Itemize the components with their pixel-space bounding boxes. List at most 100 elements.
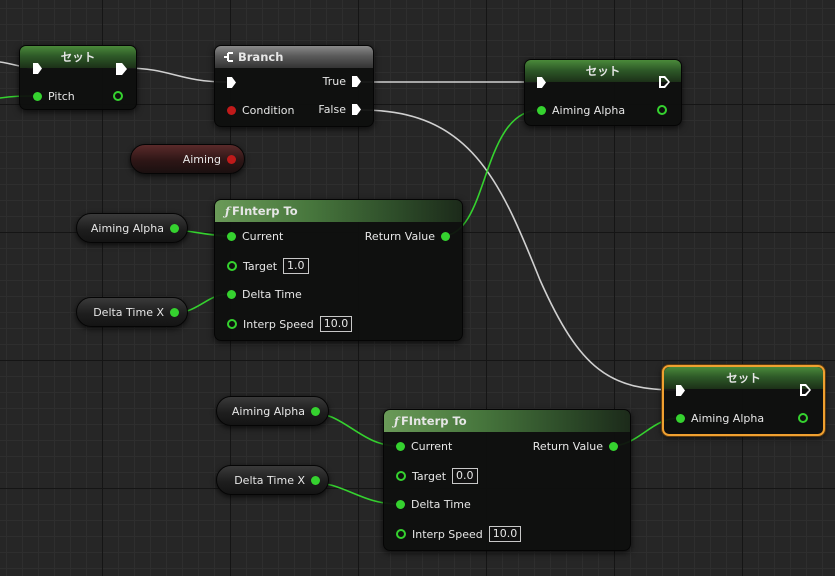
finterp-bottom-target-label: Target	[412, 469, 447, 483]
function-icon: ƒ	[225, 204, 230, 218]
exec-wire-false-to-set	[361, 109, 677, 391]
float-pin-out-icon[interactable]	[311, 406, 320, 416]
set-aiming-top-exec-in[interactable]	[537, 77, 546, 88]
float-pin-icon[interactable]	[227, 319, 237, 329]
branch-node[interactable]: Branch True False Condition	[214, 45, 374, 127]
exec-out-icon[interactable]	[116, 63, 127, 75]
set-aiming-alpha-top-title: セット	[585, 64, 621, 78]
set-pitch-exec-in[interactable]	[33, 63, 42, 74]
set-aiming-alpha-bottom-title: セット	[726, 371, 761, 385]
set-aiming-alpha-bottom-node[interactable]: セット Aiming Alpha	[662, 365, 825, 436]
float-pin-icon[interactable]	[396, 500, 405, 509]
finterp-bottom-target-input[interactable]: 0.0	[452, 468, 478, 484]
set-aiming-bottom-exec-in[interactable]	[676, 385, 685, 396]
float-pin-out-icon[interactable]	[441, 232, 450, 241]
aiming-alpha-variable-1[interactable]: Aiming Alpha	[76, 213, 188, 243]
float-pin-out-icon[interactable]	[798, 413, 808, 423]
finterp-to-bottom-node[interactable]: ƒ FInterp To Current Return Value Target…	[383, 409, 631, 551]
finterp-bottom-delta-pin[interactable]: Delta Time	[396, 498, 471, 511]
branch-true-label: True	[322, 75, 346, 88]
finterp-bottom-delta-label: Delta Time	[411, 498, 471, 511]
float-pin-out-icon[interactable]	[311, 475, 320, 485]
exec-in-icon[interactable]	[227, 77, 236, 88]
finterp-top-header[interactable]: ƒ FInterp To	[215, 200, 462, 222]
finterp-bottom-current-pin[interactable]: Current	[396, 440, 452, 453]
finterp-top-title: FInterp To	[231, 204, 298, 218]
finterp-bottom-return-pin[interactable]: Return Value	[533, 440, 618, 453]
float-pin-icon[interactable]	[537, 106, 546, 115]
finterp-bottom-header[interactable]: ƒ FInterp To	[384, 410, 630, 432]
set-aiming-bottom-input-pin[interactable]: Aiming Alpha	[676, 412, 764, 425]
set-pitch-node[interactable]: セット Pitch	[19, 45, 137, 110]
exec-out-icon[interactable]	[352, 76, 361, 87]
aiming-alpha-variable-2-label: Aiming Alpha	[231, 404, 305, 418]
set-aiming-top-input-pin[interactable]: Aiming Alpha	[537, 104, 625, 117]
set-aiming-alpha-bottom-header[interactable]: セット	[664, 367, 823, 389]
branch-title: Branch	[238, 50, 284, 64]
aiming-variable-label: Aiming	[182, 152, 221, 166]
exec-in-icon[interactable]	[676, 385, 685, 396]
finterp-bottom-speed-pin[interactable]: Interp Speed 10.0	[396, 526, 522, 542]
float-pin-out-icon[interactable]	[170, 307, 179, 317]
finterp-top-speed-input[interactable]: 10.0	[319, 316, 353, 332]
finterp-bottom-target-pin[interactable]: Target 0.0	[396, 468, 478, 484]
finterp-top-return-label: Return Value	[364, 230, 435, 243]
function-icon: ƒ	[394, 414, 399, 428]
branch-condition-pin[interactable]: Condition	[227, 104, 295, 117]
float-pin-icon[interactable]	[676, 414, 685, 423]
finterp-top-current-pin[interactable]: Current	[227, 230, 283, 243]
float-pin-out-icon[interactable]	[113, 91, 123, 101]
branch-false-label: False	[318, 103, 346, 116]
exec-in-icon[interactable]	[537, 77, 546, 88]
aiming-variable-node[interactable]: Aiming	[130, 144, 245, 174]
float-pin-icon[interactable]	[396, 442, 405, 451]
delta-time-variable-2-label: Delta Time X	[234, 473, 305, 487]
branch-exec-in[interactable]	[227, 77, 236, 88]
float-pin-icon[interactable]	[227, 290, 236, 299]
set-pitch-output-pin[interactable]	[113, 91, 123, 101]
float-pin-icon[interactable]	[396, 529, 406, 539]
finterp-top-return-pin[interactable]: Return Value	[365, 230, 450, 243]
finterp-bottom-title: FInterp To	[400, 414, 467, 428]
set-aiming-alpha-top-node[interactable]: セット Aiming Alpha	[524, 59, 682, 126]
finterp-bottom-speed-label: Interp Speed	[412, 527, 483, 541]
finterp-bottom-return-label: Return Value	[532, 440, 603, 453]
delta-time-variable-1[interactable]: Delta Time X	[76, 297, 188, 327]
branch-false-pin[interactable]: False	[318, 103, 361, 116]
branch-header[interactable]: Branch	[215, 46, 373, 68]
finterp-top-target-input[interactable]: 1.0	[283, 258, 309, 274]
set-pitch-pin-label: Pitch	[48, 90, 75, 103]
float-pin-icon[interactable]	[396, 471, 406, 481]
bool-pin-icon[interactable]	[227, 106, 236, 115]
set-aiming-bottom-output-pin[interactable]	[798, 413, 808, 423]
finterp-top-target-pin[interactable]: Target 1.0	[227, 258, 309, 274]
exec-wire-pitch-to-branch	[125, 67, 227, 83]
set-aiming-top-output-pin[interactable]	[657, 105, 667, 115]
float-pin-icon[interactable]	[227, 261, 237, 271]
finterp-bottom-speed-input[interactable]: 10.0	[488, 526, 522, 542]
set-aiming-alpha-top-header[interactable]: セット	[525, 60, 681, 82]
finterp-top-current-label: Current	[242, 230, 284, 243]
float-pin-out-icon[interactable]	[609, 442, 618, 451]
delta-time-variable-1-label: Delta Time X	[93, 305, 164, 319]
set-pitch-header[interactable]: セット	[20, 46, 136, 68]
finterp-top-speed-pin[interactable]: Interp Speed 10.0	[227, 316, 353, 332]
bool-pin-out-icon[interactable]	[227, 154, 236, 164]
set-aiming-bottom-pin-label: Aiming Alpha	[691, 412, 765, 425]
set-pitch-input-pin[interactable]: Pitch	[33, 90, 75, 103]
aiming-alpha-variable-2[interactable]: Aiming Alpha	[216, 396, 329, 426]
finterp-to-top-node[interactable]: ƒ FInterp To Current Return Value Target…	[214, 199, 463, 341]
set-aiming-top-pin-label: Aiming Alpha	[552, 104, 626, 117]
finterp-top-delta-pin[interactable]: Delta Time	[227, 288, 302, 301]
float-pin-out-icon[interactable]	[657, 105, 667, 115]
exec-in-icon[interactable]	[33, 63, 42, 74]
finterp-bottom-current-label: Current	[411, 440, 453, 453]
aiming-alpha-variable-1-label: Aiming Alpha	[90, 221, 164, 235]
exec-out-icon[interactable]	[352, 104, 361, 115]
float-pin-icon[interactable]	[33, 92, 42, 101]
branch-true-pin[interactable]: True	[323, 75, 361, 88]
float-pin-out-icon[interactable]	[170, 223, 179, 233]
float-pin-icon[interactable]	[227, 232, 236, 241]
branch-icon	[224, 52, 233, 62]
delta-time-variable-2[interactable]: Delta Time X	[216, 465, 329, 495]
